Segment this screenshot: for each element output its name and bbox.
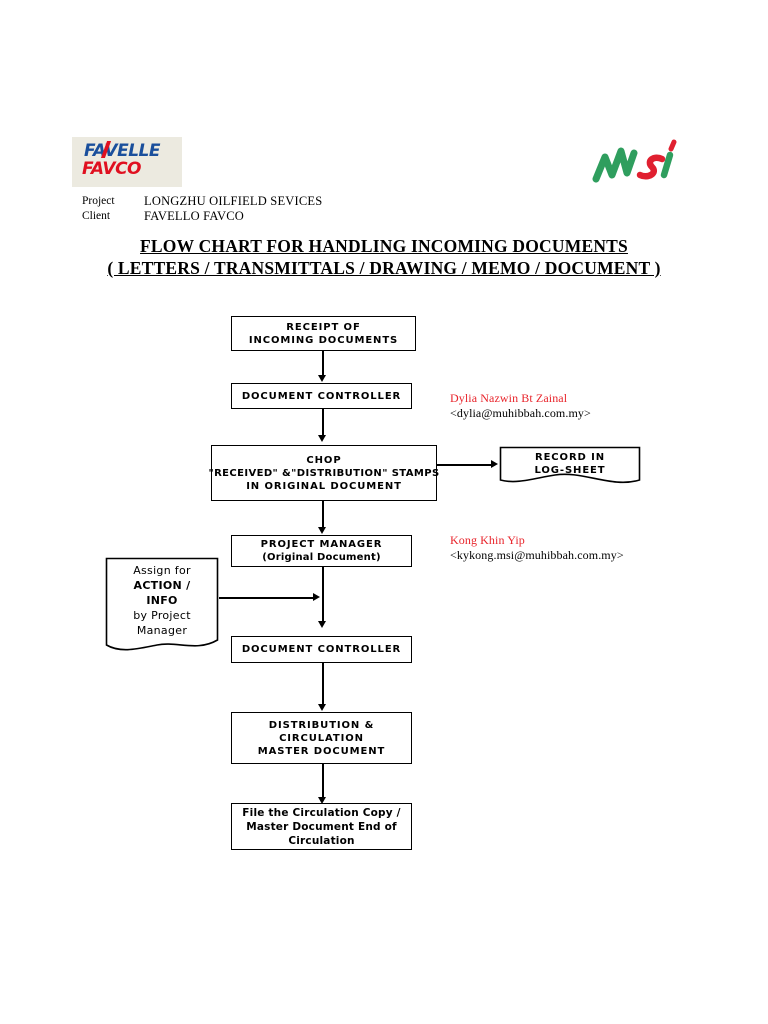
page-title-line2-wrap: ( LETTERS / TRANSMITTALS / DRAWING / MEM… [0,258,768,279]
project-client-meta: Project LONGZHU OILFIELD SEVICES Client … [82,194,322,224]
flow-node-distribution: DISTRIBUTION & CIRCULATION MASTER DOCUME… [231,712,412,764]
flow-node-assign-action-info-line-1: Assign for [133,564,191,577]
flow-node-distribution-line-3: MASTER DOCUMENT [257,745,386,757]
connector-controller-to-chop [322,409,324,437]
flow-node-assign-action-info-line-2: ACTION / [133,579,191,592]
arrowhead-controller-to-chop [318,435,327,442]
connector-chop-to-project-manager [322,501,324,529]
flow-node-file-circulation-line-2: Master Document End of [246,820,397,833]
arrowhead-distribution-to-file [318,797,327,804]
arrowhead-chop-to-project-manager [318,527,327,534]
meta-row-client: Client FAVELLO FAVCO [82,209,322,224]
flow-node-record-log-sheet-shape [499,446,641,484]
meta-key-client: Client [82,210,111,222]
flow-node-document-controller-1-line-1: DOCUMENT CONTROLLER [241,390,402,402]
msi-logo-graphic [592,139,677,183]
annotation-dylia: Dylia Nazwin Bt Zainal <dylia@muhibbah.c… [450,391,591,421]
meta-value-project: LONGZHU OILFIELD SEVICES [144,194,323,208]
arrowhead-controller2-to-distribution [318,704,327,711]
annotation-dylia-name: Dylia Nazwin Bt Zainal [450,391,568,405]
meta-key-project: Project [82,195,115,207]
arrowhead-chop-to-logsheet [491,460,498,469]
flow-node-distribution-line-1: DISTRIBUTION & [268,719,375,731]
flow-node-assign-action-info-line-4: by Project [133,609,191,622]
flow-node-assign-action-info-line-3: INFO [146,594,178,607]
flow-node-project-manager-line-1: PROJECT MANAGER [260,539,383,550]
annotation-kong-email: <kykong.msi@muhibbah.com.my> [450,548,624,562]
annotation-kong: Kong Khin Yip <kykong.msi@muhibbah.com.m… [450,533,624,563]
flow-node-document-controller-2: DOCUMENT CONTROLLER [231,636,412,663]
flow-node-record-log-sheet: RECORD IN LOG-SHEET [499,446,641,488]
flow-node-assign-action-info-shape [105,557,219,651]
favelle-favco-logo-line1: FAVELLE [84,141,160,161]
flow-node-document-controller-1: DOCUMENT CONTROLLER [231,383,412,409]
flow-node-distribution-line-2: CIRCULATION [279,732,364,744]
flow-node-file-circulation: File the Circulation Copy / Master Docum… [231,803,412,850]
flow-node-chop-line-1: CHOP [306,454,342,466]
connector-project-manager-to-controller2 [322,567,324,623]
connector-controller2-to-distribution [322,663,324,707]
flow-node-project-manager-line-2: (Original Document) [262,552,381,563]
flow-node-receipt-line-1: RECEIPT OF [286,321,361,333]
connector-chop-to-logsheet [437,464,493,466]
flow-node-chop: CHOP "RECEIVED" &"DISTRIBUTION" STAMPS I… [208,445,440,501]
page-title-line1-wrap: FLOW CHART FOR HANDLING INCOMING DOCUMEN… [0,236,768,257]
flow-node-document-controller-2-line-1: DOCUMENT CONTROLLER [241,644,402,655]
meta-value-client: FAVELLO FAVCO [144,209,244,223]
flow-node-assign-action-info-text: Assign for ACTION / INFO by Project Mana… [105,563,219,638]
flow-node-receipt: RECEIPT OF INCOMING DOCUMENTS [231,316,416,351]
flow-node-assign-action-info: Assign for ACTION / INFO by Project Mana… [105,557,219,655]
annotation-kong-name: Kong Khin Yip [450,533,525,547]
page-title-line2: ( LETTERS / TRANSMITTALS / DRAWING / MEM… [107,258,661,278]
flow-node-record-log-sheet-text: RECORD IN LOG-SHEET [499,451,641,477]
arrowhead-receipt-to-controller [318,375,327,382]
connector-receipt-to-controller [322,351,324,378]
favelle-favco-logo-line2: FAVCO [82,159,142,179]
page-title-line1: FLOW CHART FOR HANDLING INCOMING DOCUMEN… [140,236,628,256]
arrowhead-assign-to-trunk [313,593,320,602]
page-title: FLOW CHART FOR HANDLING INCOMING DOCUMEN… [0,236,768,279]
connector-assign-to-trunk [219,597,315,599]
flow-node-record-log-sheet-line-1: RECORD IN [534,452,606,463]
flow-node-chop-line-3: IN ORIGINAL DOCUMENT [246,480,402,492]
flow-node-assign-action-info-line-5: Manager [136,624,188,637]
flow-node-record-log-sheet-line-2: LOG-SHEET [534,465,606,476]
flow-node-project-manager: PROJECT MANAGER (Original Document) [231,535,412,567]
annotation-dylia-email: <dylia@muhibbah.com.my> [450,406,591,420]
connector-distribution-to-file [322,764,324,800]
favelle-favco-logo: FAVELLE FAVCO [72,137,182,187]
flow-node-file-circulation-line-3: Circulation [288,834,355,847]
arrowhead-project-manager-to-controller2 [318,621,327,628]
flow-node-receipt-line-2: INCOMING DOCUMENTS [248,334,399,346]
flow-node-file-circulation-line-1: File the Circulation Copy / [242,806,401,819]
meta-row-project: Project LONGZHU OILFIELD SEVICES [82,194,322,209]
msi-logo [592,139,678,185]
flow-node-chop-line-2: "RECEIVED" &"DISTRIBUTION" STAMPS [208,467,440,479]
